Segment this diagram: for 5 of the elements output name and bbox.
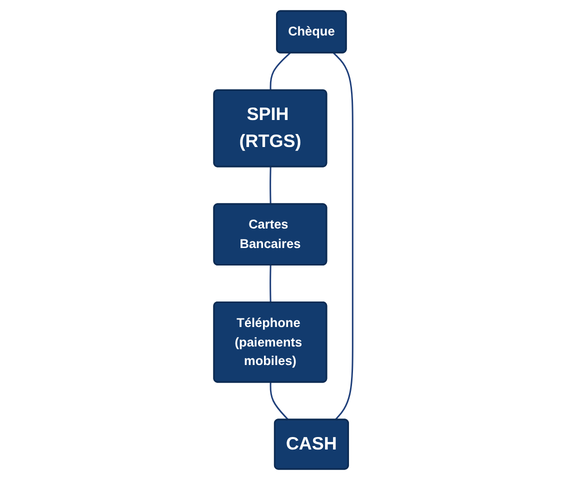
connector xyxy=(270,265,272,303)
connector xyxy=(270,382,290,420)
connector xyxy=(270,52,291,90)
connector xyxy=(270,166,272,204)
connector xyxy=(333,52,354,420)
